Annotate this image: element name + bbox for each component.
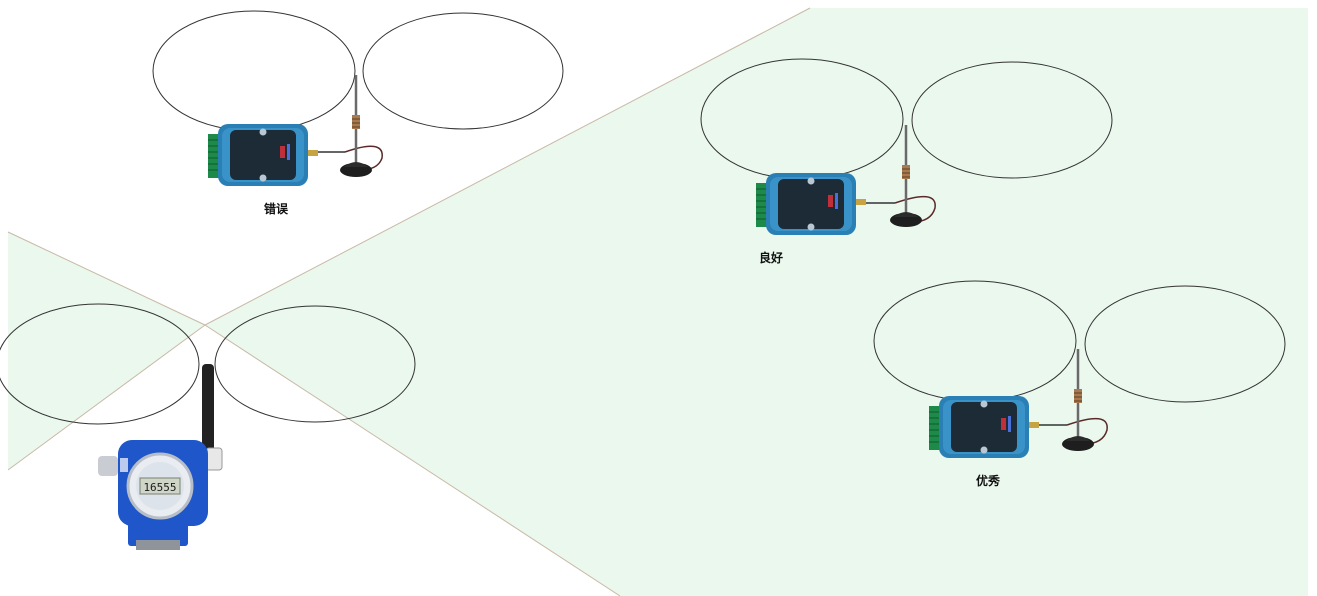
- wireless-module: [207, 123, 319, 187]
- coverage-area-back: [8, 232, 205, 470]
- receiver-good: [700, 58, 1113, 236]
- radiation-lobe-right: [214, 305, 416, 423]
- coverage-edge-upper: [204, 7, 811, 326]
- transmitter: 16555: [0, 303, 416, 550]
- radiation-lobe-right: [362, 12, 564, 130]
- coverage-edge-back-lower: [7, 324, 206, 471]
- receiver-label-excellent: 优秀: [976, 474, 1001, 488]
- transmitter-antenna-icon: [202, 364, 214, 456]
- wireless-module: [755, 172, 867, 236]
- radiation-lobe-left: [0, 303, 200, 425]
- wireless-module: [928, 395, 1040, 459]
- receiver-error: [152, 10, 564, 187]
- radiation-lobe-left: [152, 10, 356, 132]
- transmitter-display-value: 16555: [143, 481, 176, 494]
- coverage-area: [205, 8, 1308, 596]
- receiver-label-good: 良好: [759, 251, 784, 265]
- coverage-edge-back-upper: [7, 231, 206, 326]
- coverage-edge-lower: [204, 324, 621, 596]
- radiation-lobe-right: [1084, 285, 1286, 403]
- receiver-label-error: 错误: [264, 202, 289, 216]
- receiver-excellent: [873, 280, 1286, 459]
- radiation-lobe-right: [911, 61, 1113, 179]
- antenna-icon: [338, 73, 374, 179]
